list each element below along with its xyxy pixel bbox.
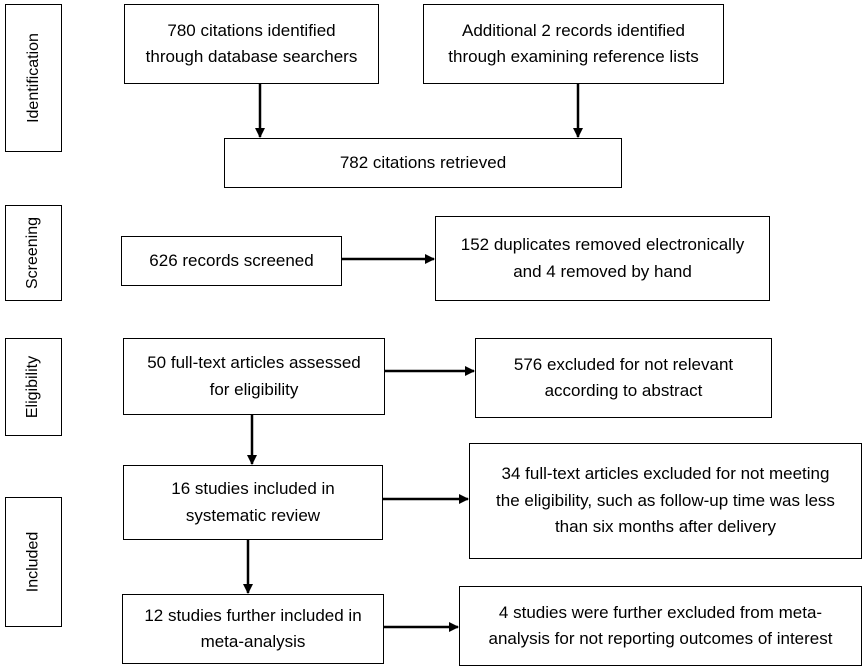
box-line: the eligibility, such as follow-up time … bbox=[496, 490, 835, 510]
box-retrieved: 782 citations retrieved bbox=[224, 138, 622, 188]
box-line: through examining reference lists bbox=[448, 47, 699, 66]
box-excluded-full-text: 34 full-text articles excluded for not m… bbox=[469, 443, 862, 559]
stage-eligibility: Eligibility bbox=[5, 338, 62, 436]
box-database-search: 780 citations identified through databas… bbox=[124, 4, 379, 84]
box-meta-analysis: 12 studies further included in meta-anal… bbox=[122, 594, 384, 664]
box-screened: 626 records screened bbox=[121, 236, 342, 286]
box-line: 780 citations identified bbox=[167, 20, 336, 40]
box-line: 782 citations retrieved bbox=[339, 152, 507, 172]
stage-included: Included bbox=[5, 497, 62, 627]
box-line: according to abstract bbox=[544, 381, 703, 400]
box-line: 626 records screened bbox=[149, 250, 314, 270]
box-excluded-abstract: 576 excluded for not relevant according … bbox=[475, 338, 772, 418]
box-full-text-assessed: 50 full-text articles assessed for eligi… bbox=[123, 338, 385, 415]
box-line: 576 excluded for not relevant bbox=[513, 354, 734, 374]
box-line: 12 studies further included in bbox=[144, 605, 362, 625]
box-line: for eligibility bbox=[209, 379, 299, 399]
box-line: 4 studies were further excluded from met… bbox=[498, 602, 823, 622]
box-line: Additional 2 records identified bbox=[461, 20, 686, 40]
box-line: analysis for not reporting outcomes of i… bbox=[488, 629, 833, 648]
box-line: than six months after delivery bbox=[554, 517, 777, 537]
box-line: 16 studies included in bbox=[171, 479, 335, 499]
box-line: 34 full-text articles excluded for not m… bbox=[501, 464, 830, 484]
box-reference-lists: Additional 2 records identified through … bbox=[423, 4, 724, 84]
box-line: 50 full-text articles assessed bbox=[147, 353, 361, 373]
box-line: meta-analysis bbox=[200, 632, 306, 651]
box-systematic-review: 16 studies included in systematic review bbox=[123, 465, 383, 540]
box-line: and 4 removed by hand bbox=[513, 261, 692, 281]
box-excluded-meta: 4 studies were further excluded from met… bbox=[459, 586, 862, 666]
stage-screening: Screening bbox=[5, 205, 62, 301]
box-line: systematic review bbox=[185, 505, 321, 525]
box-line: through database searchers bbox=[145, 47, 358, 66]
box-line: 152 duplicates removed electronically bbox=[460, 235, 745, 255]
stage-identification: Identification bbox=[5, 4, 62, 152]
box-duplicates-removed: 152 duplicates removed electronically an… bbox=[435, 216, 770, 301]
